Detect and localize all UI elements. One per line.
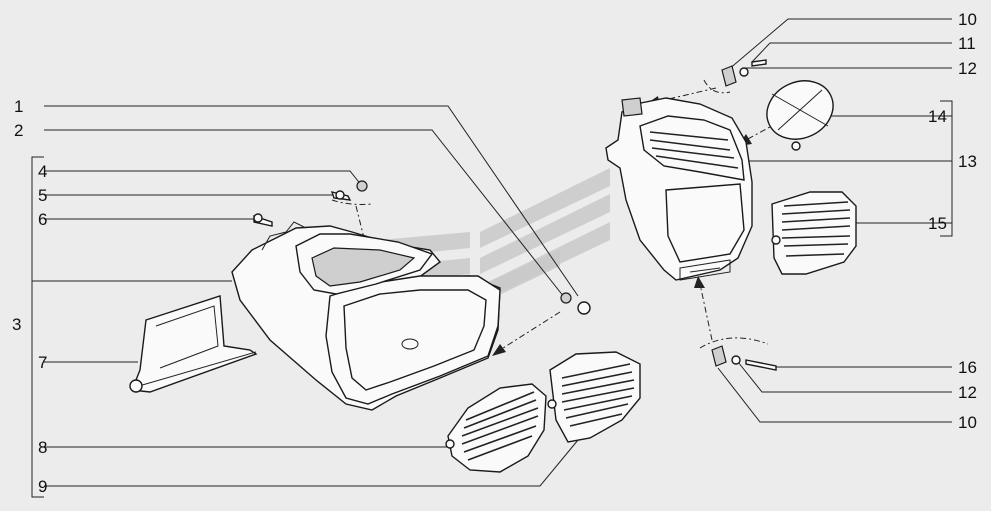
callout-10-bottom: 10 (958, 413, 977, 432)
callout-4: 4 (38, 162, 48, 181)
callout-14: 14 (928, 107, 947, 126)
group-bracket-13 (744, 100, 953, 237)
callout-5: 5 (38, 186, 48, 205)
main-housing (231, 221, 501, 411)
leader-lines (44, 18, 952, 487)
fasteners-left (253, 180, 591, 315)
right-housing (605, 97, 753, 281)
callout-2: 2 (14, 121, 24, 140)
callout-11: 11 (958, 34, 976, 53)
group-bracket-3 (31, 156, 232, 498)
glovebox-door (129, 295, 258, 393)
callout-6: 6 (38, 210, 48, 229)
callout-8: 8 (38, 438, 48, 457)
vent-grille-8 (445, 383, 547, 473)
fasteners-right (711, 59, 777, 371)
callout-3: 3 (12, 315, 22, 334)
callout-9: 9 (38, 477, 48, 496)
callout-16: 16 (958, 358, 977, 377)
watermark-logo (370, 168, 610, 328)
callout-12-top: 12 (958, 59, 977, 78)
callout-7: 7 (38, 353, 48, 372)
callout-15: 15 (928, 214, 947, 233)
callout-10-top: 10 (958, 10, 977, 29)
vent-grille-9 (547, 351, 641, 443)
callout-13: 13 (958, 152, 977, 171)
callout-12-bottom: 12 (958, 383, 977, 402)
callout-1: 1 (14, 97, 24, 116)
vent-grille-15 (771, 191, 857, 275)
cover-disc-14 (766, 80, 834, 151)
